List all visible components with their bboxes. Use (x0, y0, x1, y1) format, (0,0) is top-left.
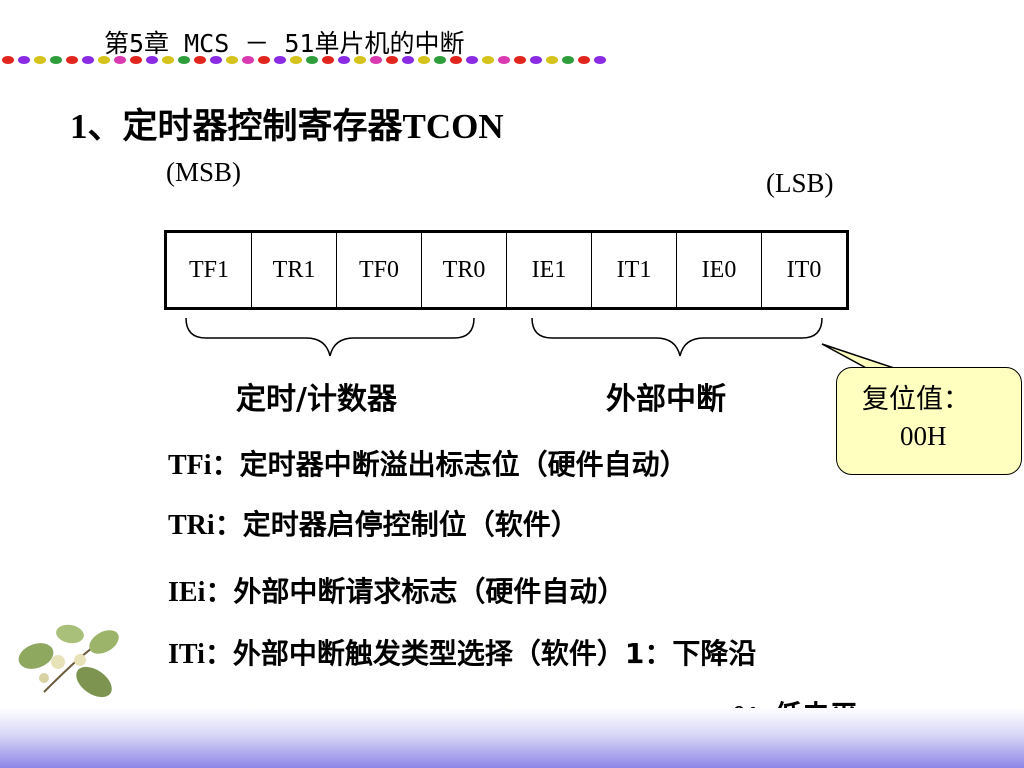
reset-value-label: 复位值： (862, 384, 970, 415)
decorative-dot (594, 56, 606, 64)
description-iei: IEi：外部中断请求标志（硬件自动） (168, 570, 625, 610)
decorative-dot (18, 56, 30, 64)
decorative-dot-line (2, 56, 606, 64)
description-key: TRi (168, 510, 215, 541)
register-bit: TR0 (421, 231, 507, 309)
reset-value: 00H (900, 421, 947, 451)
decorative-dot (2, 56, 14, 64)
decorative-dot (210, 56, 222, 64)
decorative-dot (114, 56, 126, 64)
decorative-dot (82, 56, 94, 64)
description-iti: ITi：外部中断触发类型选择（软件）1：下降沿 (168, 632, 756, 672)
decorative-dot (306, 56, 318, 64)
decorative-dot (578, 56, 590, 64)
decorative-dot (226, 56, 238, 64)
decorative-dot (418, 56, 430, 64)
decorative-dot (162, 56, 174, 64)
decorative-dot (354, 56, 366, 64)
decorative-dot (194, 56, 206, 64)
reset-value-text: 复位值： 00H (862, 382, 992, 454)
register-row: TF1 TR1 TF0 TR0 IE1 IT1 IE0 IT0 (165, 231, 848, 309)
description-tri: TRi：定时器启停控制位（软件） (168, 503, 579, 543)
leaf-decoration-icon (18, 624, 119, 698)
reset-value-callout (836, 367, 1022, 475)
register-bit: TF1 (165, 231, 252, 309)
decorative-dot (370, 56, 382, 64)
register-bit: IT0 (761, 231, 848, 309)
decorative-dot (66, 56, 78, 64)
lsb-label: (LSB) (766, 168, 834, 198)
decorative-dot (338, 56, 350, 64)
decorative-dot (274, 56, 286, 64)
section-title: 1、定时器控制寄存器TCON (70, 107, 504, 146)
decorative-dot (402, 56, 414, 64)
register-bit: IE1 (506, 231, 592, 309)
decorative-dot (178, 56, 190, 64)
footer-gradient-band (0, 708, 1024, 768)
decorative-dot (290, 56, 302, 64)
decorative-dot (98, 56, 110, 64)
description-text: ：外部中断请求标志（硬件自动） (205, 575, 626, 608)
decorative-dot (34, 56, 46, 64)
decorative-dot (242, 56, 254, 64)
register-bit: TF0 (336, 231, 422, 309)
tcon-register-table: TF1 TR1 TF0 TR0 IE1 IT1 IE0 IT0 (164, 230, 849, 310)
description-key: ITi (168, 639, 205, 670)
decorative-dot (562, 56, 574, 64)
timer-counter-group-label: 定时/计数器 (236, 382, 397, 417)
decorative-dot (466, 56, 478, 64)
decorative-dot (146, 56, 158, 64)
register-bit: TR1 (251, 231, 337, 309)
chapter-title: 第5章 MCS － 51单片机的中断 (104, 29, 465, 58)
decorative-dot (450, 56, 462, 64)
description-key: TFi (168, 450, 212, 481)
decorative-dot (434, 56, 446, 64)
external-brace (531, 317, 823, 357)
decorative-dot (546, 56, 558, 64)
description-text: ：外部中断触发类型选择（软件）1：下降沿 (204, 637, 757, 670)
description-text: ：定时器中断溢出标志位（硬件自动） (211, 448, 688, 481)
decorative-dot (258, 56, 270, 64)
msb-label: (MSB) (166, 157, 242, 187)
decorative-dot (322, 56, 334, 64)
decorative-dot (482, 56, 494, 64)
decorative-dot (50, 56, 62, 64)
decorative-dot (514, 56, 526, 64)
external-interrupt-group-label: 外部中断 (606, 382, 726, 417)
description-tfi: TFi：定时器中断溢出标志位（硬件自动） (168, 443, 688, 483)
description-key: IEi (168, 577, 206, 608)
decorative-dot (130, 56, 142, 64)
decorative-dot (498, 56, 510, 64)
register-bit: IT1 (591, 231, 677, 309)
decorative-dot (386, 56, 398, 64)
register-bit: IE0 (676, 231, 762, 309)
decorative-dot (530, 56, 542, 64)
timer-brace (185, 317, 475, 357)
description-text: ：定时器启停控制位（软件） (214, 508, 579, 541)
